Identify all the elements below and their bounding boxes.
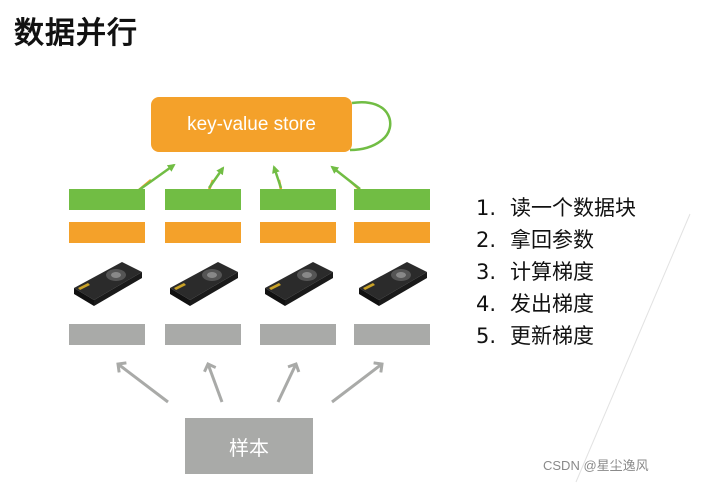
gpu-card-icon [359,262,427,306]
push-arrow-1 [138,163,176,192]
data-block-2 [165,324,241,345]
step-text: 更新梯度 [510,324,594,348]
push-arrow-4 [330,165,361,190]
push-arrow-2 [207,166,225,189]
step-item: 5. 更新梯度 [476,320,636,352]
key-value-store: key-value store [151,97,352,152]
gradient-block-2 [165,189,241,210]
data-block-4 [354,324,430,345]
step-number: 2. [476,228,497,252]
sample-arrow-4 [331,364,382,404]
step-number: 5. [476,324,497,348]
step-item: 2. 拿回参数 [476,224,636,256]
parameter-block-4 [354,222,430,243]
step-list: 1. 读一个数据块 2. 拿回参数 3. 计算梯度 4. 发出梯度 5. 更新梯度 [476,192,636,352]
gradient-block-3 [260,189,336,210]
gradient-block-4 [354,189,430,210]
step-item: 1. 读一个数据块 [476,192,636,224]
step-text: 读一个数据块 [510,196,636,220]
sample-box: 样本 [185,418,313,474]
sample-arrow-3 [276,364,296,403]
gradient-block-1 [69,189,145,210]
sample-arrow-2 [208,364,224,403]
parameter-block-2 [165,222,241,243]
sample-arrow-1 [118,364,169,404]
step-number: 4. [476,292,497,316]
step-text: 发出梯度 [510,292,594,316]
parameter-block-1 [69,222,145,243]
data-block-3 [260,324,336,345]
step-number: 1. [476,196,497,220]
push-arrow-3 [272,165,283,189]
step-number: 3. [476,260,497,284]
gpu-card-icon [74,262,142,306]
step-text: 拿回参数 [510,228,594,252]
step-text: 计算梯度 [510,260,594,284]
step-item: 4. 发出梯度 [476,288,636,320]
gpu-card-icon [265,262,333,306]
store-self-loop-arrow [349,101,392,152]
watermark: CSDN @星尘逸风 [543,458,649,473]
gpu-card-icon [170,262,238,306]
page-title: 数据并行 [14,16,138,51]
parameter-block-3 [260,222,336,243]
data-block-1 [69,324,145,345]
step-item: 3. 计算梯度 [476,256,636,288]
